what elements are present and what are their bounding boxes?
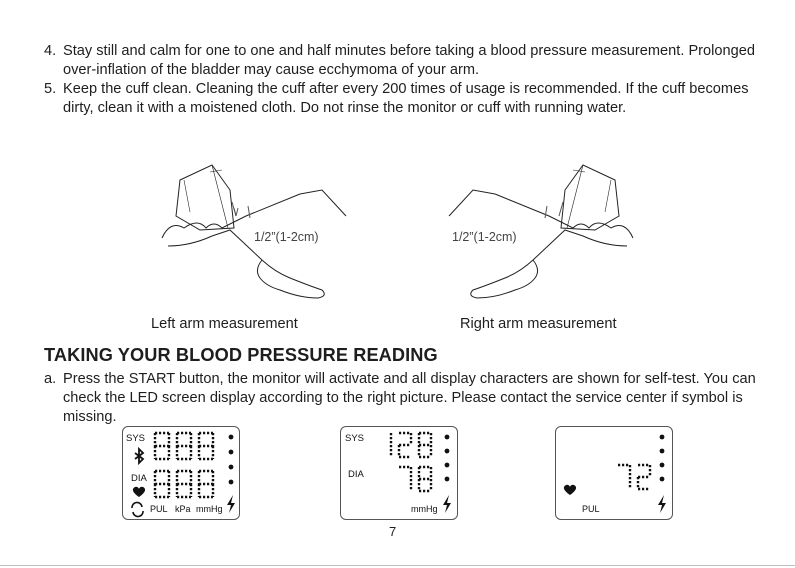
lcd1-graphics bbox=[131, 431, 235, 518]
item-text: Press the START button, the monitor will… bbox=[63, 371, 756, 425]
mmhg-unit: mmHg bbox=[196, 504, 223, 514]
instruction-item-5: 5. Keep the cuff clean. Cleaning the cuf… bbox=[44, 80, 764, 118]
dia-label: DIA bbox=[348, 469, 364, 480]
indicator-dots bbox=[444, 434, 450, 482]
lcd-screen-pulse: PUL bbox=[555, 426, 673, 520]
indicator-dots bbox=[659, 434, 665, 482]
sys-label: SYS bbox=[345, 433, 365, 444]
dia-digits bbox=[153, 469, 215, 499]
kpa-unit: kPa bbox=[175, 504, 191, 514]
left-arm-illustration bbox=[161, 164, 347, 299]
right-arm-illustration bbox=[448, 164, 634, 299]
item-number: 5. bbox=[44, 81, 57, 97]
lcd2-graphics bbox=[389, 431, 451, 513]
pul-label: PUL bbox=[150, 504, 168, 514]
lcd-screen-all-segments: SYS DIA PUL kPa mmHg bbox=[122, 426, 240, 520]
indicator-dots bbox=[228, 434, 234, 485]
page-bottom-rule bbox=[0, 565, 795, 566]
instruction-item-a: a. Press the START button, the monitor w… bbox=[44, 370, 764, 427]
section-heading: TAKING YOUR BLOOD PRESSURE READING bbox=[44, 345, 438, 365]
heart-icon bbox=[132, 486, 146, 497]
lcd-screen-bp-reading: SYS DIA mmHg bbox=[340, 426, 458, 520]
bluetooth-icon bbox=[134, 446, 145, 466]
power-icon bbox=[227, 495, 235, 513]
item-text: Keep the cuff clean. Cleaning the cuff a… bbox=[63, 81, 749, 116]
item-text: Stay still and calm for one to one and h… bbox=[63, 43, 755, 78]
item-number: a. bbox=[44, 371, 57, 387]
heart-icon bbox=[563, 484, 577, 495]
power-icon bbox=[658, 495, 666, 513]
dia-label: DIA bbox=[131, 473, 147, 484]
right-arm-caption: Right arm measurement bbox=[460, 316, 617, 332]
sys-label: SYS bbox=[126, 433, 146, 444]
page-number: 7 bbox=[389, 524, 397, 539]
lcd3-graphics bbox=[563, 434, 666, 513]
instructions-bottom: a. Press the START button, the monitor w… bbox=[44, 370, 764, 427]
sys-digits bbox=[153, 431, 215, 461]
pul-digits bbox=[618, 463, 652, 491]
right-dimension-label: 1/2”(1-2cm) bbox=[452, 230, 517, 244]
item-number: 4. bbox=[44, 43, 57, 59]
pul-label: PUL bbox=[582, 504, 600, 514]
sys-digits bbox=[389, 431, 433, 459]
left-arm-caption: Left arm measurement bbox=[151, 316, 298, 332]
power-icon bbox=[443, 495, 451, 513]
instructions-top: 4. Stay still and calm for one to one an… bbox=[44, 42, 764, 118]
left-dimension-label: 1/2”(1-2cm) bbox=[254, 230, 319, 244]
cycle-icon bbox=[131, 501, 144, 518]
instruction-item-4: 4. Stay still and calm for one to one an… bbox=[44, 42, 764, 80]
dia-digits bbox=[399, 465, 433, 493]
mmhg-unit: mmHg bbox=[411, 504, 438, 514]
